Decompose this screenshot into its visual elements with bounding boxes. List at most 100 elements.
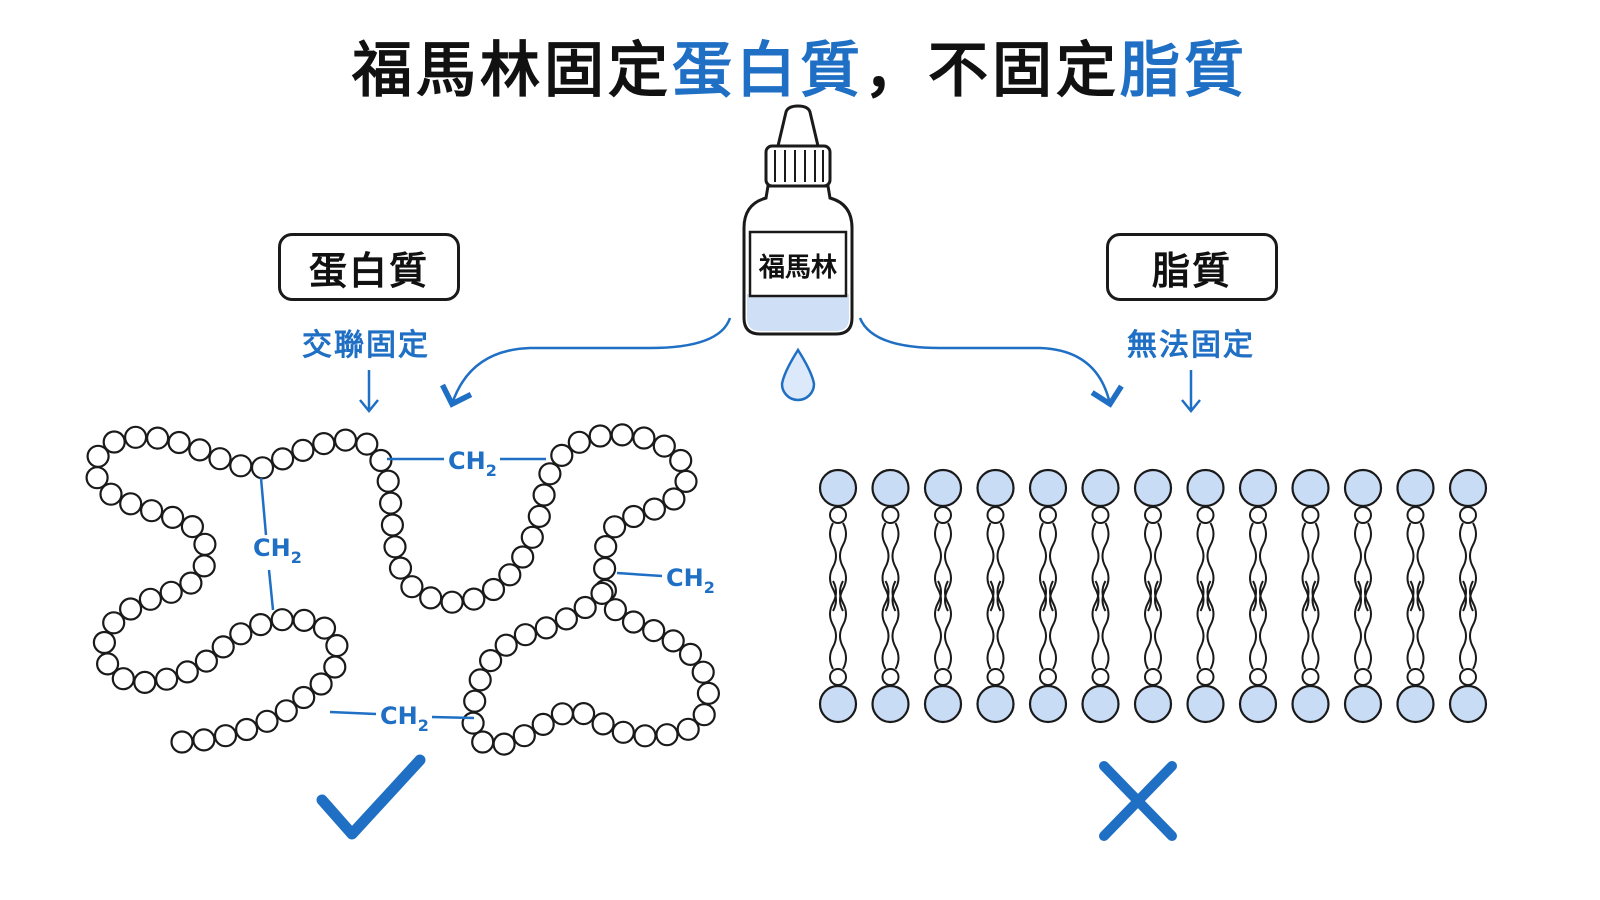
amino-acid-bead [520, 525, 544, 549]
amino-acid-bead [175, 660, 199, 684]
amino-acid-bead [621, 610, 646, 634]
check-icon [316, 754, 426, 840]
amino-acid-bead [140, 499, 164, 523]
amino-acid-bead [462, 587, 486, 611]
amino-acid-bead [481, 577, 506, 602]
bottle-label: 福馬林 [758, 253, 837, 283]
amino-acid-bead [676, 717, 700, 741]
phospholipid [1186, 468, 1225, 724]
amino-acid-bead [642, 618, 666, 643]
crosslink-labels: CH2 CH2 CH2 CH2 [253, 447, 715, 735]
title-part-1: 福馬林固定 [352, 36, 672, 106]
amino-acid-bead [610, 423, 634, 447]
amino-acid-bead [213, 724, 238, 748]
down-arrow-protein-icon [359, 370, 379, 413]
amino-acid-bead [92, 630, 117, 655]
crosslink-label: CH2 [666, 564, 715, 597]
amino-acid-bead [691, 660, 715, 684]
amino-acid-bead [662, 487, 686, 511]
amino-acid-bead [538, 462, 562, 486]
protein-label-box: 蛋白質 [278, 233, 460, 301]
amino-acid-bead [571, 701, 596, 726]
amino-acid-bead [512, 724, 536, 748]
amino-acid-bead [661, 629, 685, 653]
protein-label: 蛋白質 [308, 248, 429, 293]
amino-acid-bead [588, 424, 612, 448]
amino-acid-bead [99, 482, 123, 506]
amino-acid-bead [642, 497, 667, 521]
amino-acid-bead [235, 717, 259, 742]
amino-acid-bead [622, 504, 646, 529]
amino-acid-bead [594, 534, 618, 559]
amino-acid-bead [380, 513, 404, 537]
down-arrow-lipid-icon [1181, 370, 1201, 413]
amino-acid-bead [138, 587, 162, 611]
amino-acid-bead [86, 444, 110, 468]
protein-chain [85, 423, 721, 756]
page-title: 福馬林固定蛋白質，不固定脂質 [0, 22, 1600, 109]
amino-acid-bead [494, 633, 518, 657]
amino-acid-bead [696, 681, 721, 706]
amino-acid-bead [325, 633, 349, 658]
lipid-bilayer [818, 468, 1488, 724]
phospholipid [1448, 468, 1488, 724]
amino-acid-bead [291, 438, 315, 462]
amino-acid-bead [133, 670, 157, 695]
amino-acid-bead [511, 545, 535, 569]
phospholipid [923, 468, 963, 724]
amino-acid-bead [170, 730, 194, 754]
amino-acid-bead [674, 469, 698, 493]
amino-acid-bead [102, 430, 126, 454]
amino-acid-bead [573, 595, 597, 620]
amino-acid-bead [180, 514, 204, 539]
lipid-status: 無法固定 [1127, 328, 1255, 363]
arrow-to-protein [440, 317, 732, 408]
amino-acid-bead [468, 668, 492, 692]
amino-acid-bead [292, 685, 316, 710]
amino-acid-bead [188, 438, 212, 462]
amino-acid-bead [102, 611, 126, 635]
amino-acid-bead [194, 649, 218, 673]
amino-acid-bead [274, 699, 298, 723]
amino-acid-bead [591, 712, 615, 736]
amino-acid-bead [161, 505, 185, 530]
amino-acid-bead [192, 728, 216, 752]
amino-acid-bead [159, 580, 183, 604]
amino-acid-bead [383, 535, 407, 559]
amino-acid-bead [632, 426, 656, 450]
amino-acid-bead [652, 434, 676, 458]
amino-acid-bead [95, 652, 120, 676]
amino-acid-bead [249, 612, 273, 637]
amino-acid-bead [550, 443, 574, 467]
amino-acid-bead [479, 648, 503, 673]
amino-acid-bead [355, 432, 379, 456]
crosslinks [259, 457, 663, 720]
amino-acid-bead [179, 571, 203, 595]
phospholipid [1081, 468, 1120, 724]
amino-acid-bead [271, 447, 295, 471]
title-lipid: 脂質 [1120, 36, 1248, 106]
cross-icon [1099, 761, 1177, 841]
phospholipid [976, 468, 1015, 724]
phospholipid [1396, 468, 1435, 724]
amino-acid-bead [513, 623, 538, 647]
amino-acid-bead [602, 515, 627, 539]
amino-acid-bead [146, 426, 170, 450]
amino-acid-bead [669, 448, 693, 473]
amino-acid-bead [155, 667, 179, 691]
amino-acid-bead [312, 432, 336, 456]
crosslink-label: CH2 [448, 447, 497, 480]
phospholipid [1291, 468, 1330, 724]
amino-acid-bead [655, 723, 679, 747]
phospholipid [1343, 468, 1383, 724]
amino-acid-bead [471, 730, 495, 754]
amino-acid-bead [270, 608, 294, 632]
amino-acid-bead [419, 586, 443, 610]
amino-acid-bead [292, 608, 316, 633]
phospholipid [818, 468, 858, 724]
amino-acid-bead [567, 430, 591, 454]
amino-acid-bead [498, 563, 522, 587]
amino-acid-bead [633, 724, 657, 748]
amino-acid-bead [534, 616, 558, 640]
amino-acid-bead [400, 575, 424, 599]
